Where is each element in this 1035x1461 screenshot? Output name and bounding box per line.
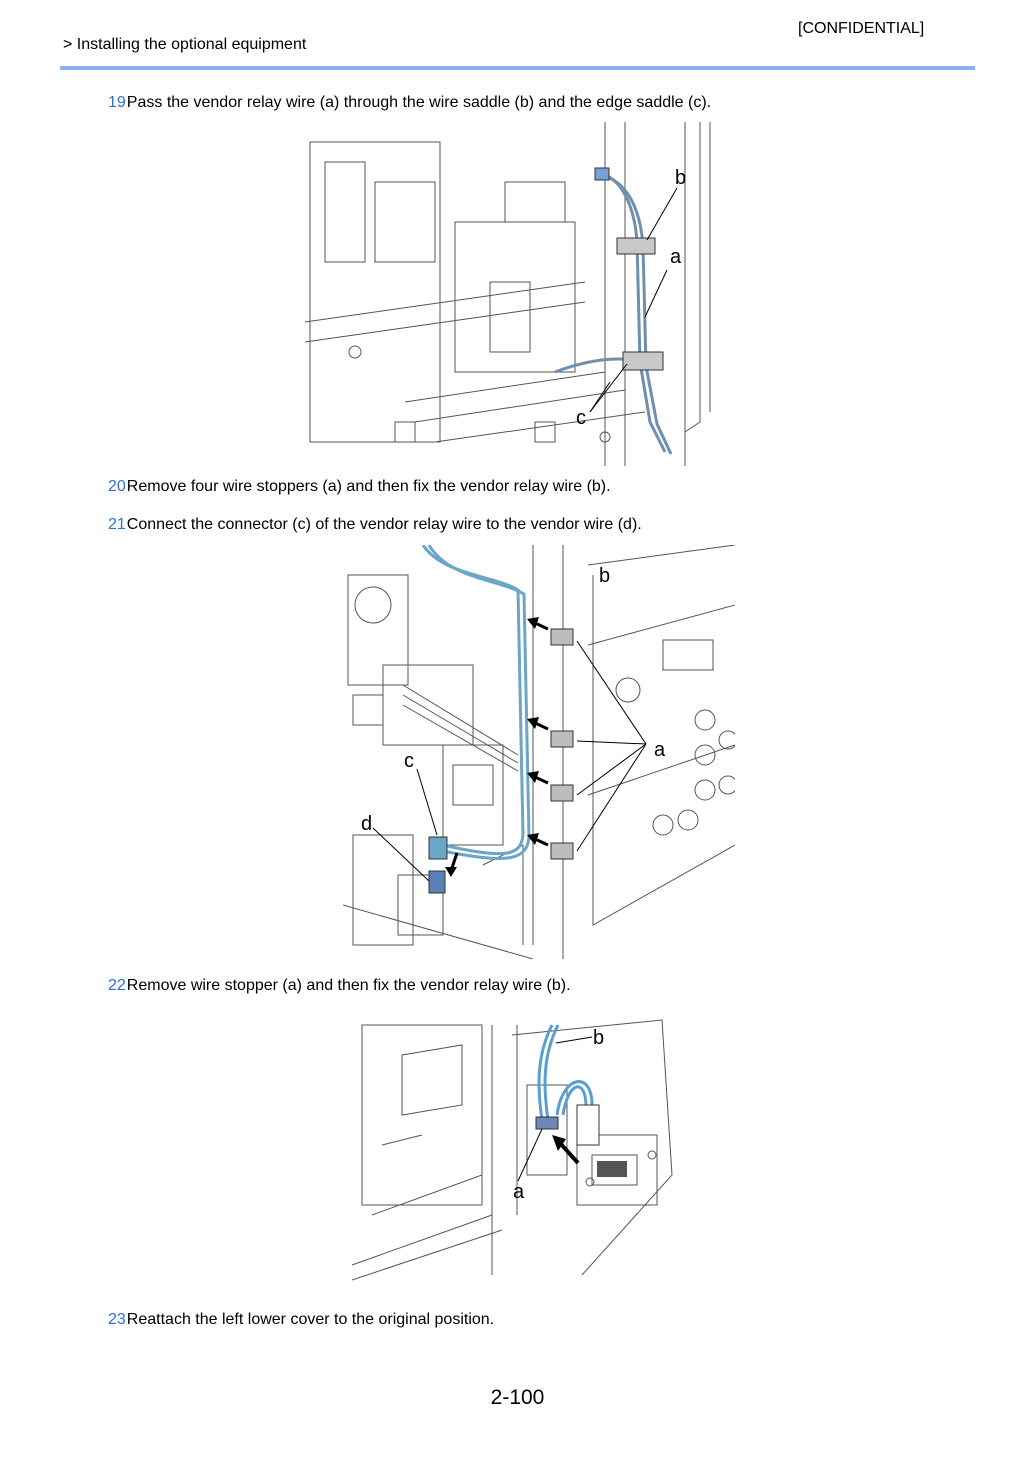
callout-a: a [513, 1181, 525, 1203]
step-number: 20 [108, 478, 126, 495]
figure-wire-stopper-single: b a [352, 1015, 678, 1291]
callout-c: c [404, 750, 414, 772]
step-number: 22 [108, 977, 126, 994]
step-text: Connect the connector (c) of the vendor … [126, 516, 642, 533]
step-text: Remove wire stopper (a) and then fix the… [126, 977, 571, 994]
callout-a: a [654, 739, 666, 761]
step-23: 23Reattach the left lower cover to the o… [108, 1311, 494, 1329]
step-number: 21 [108, 516, 126, 533]
callout-b: b [593, 1027, 604, 1049]
page-number: 2-100 [490, 1386, 545, 1409]
step-19: 19Pass the vendor relay wire (a) through… [108, 94, 711, 112]
callout-b: b [675, 167, 686, 189]
figure-wire-stoppers: b a c d [343, 545, 735, 959]
step-text: Remove four wire stoppers (a) and then f… [126, 478, 611, 495]
step-number: 19 [108, 94, 126, 111]
step-number: 23 [108, 1311, 126, 1328]
callout-b: b [599, 565, 610, 587]
breadcrumb: > Installing the optional equipment [63, 36, 307, 53]
callout-c: c [576, 407, 586, 429]
figure-wire-saddle: b a c [305, 122, 720, 466]
step-22: 22Remove wire stopper (a) and then fix t… [108, 977, 571, 995]
confidential-mark: [CONFIDENTIAL] [798, 20, 925, 37]
header-divider [60, 66, 975, 70]
step-21: 21Connect the connector (c) of the vendo… [108, 516, 642, 534]
callout-a: a [670, 246, 682, 268]
step-20: 20Remove four wire stoppers (a) and then… [108, 478, 611, 496]
callout-d: d [361, 813, 372, 835]
step-text: Pass the vendor relay wire (a) through t… [126, 94, 712, 111]
step-text: Reattach the left lower cover to the ori… [126, 1311, 495, 1328]
